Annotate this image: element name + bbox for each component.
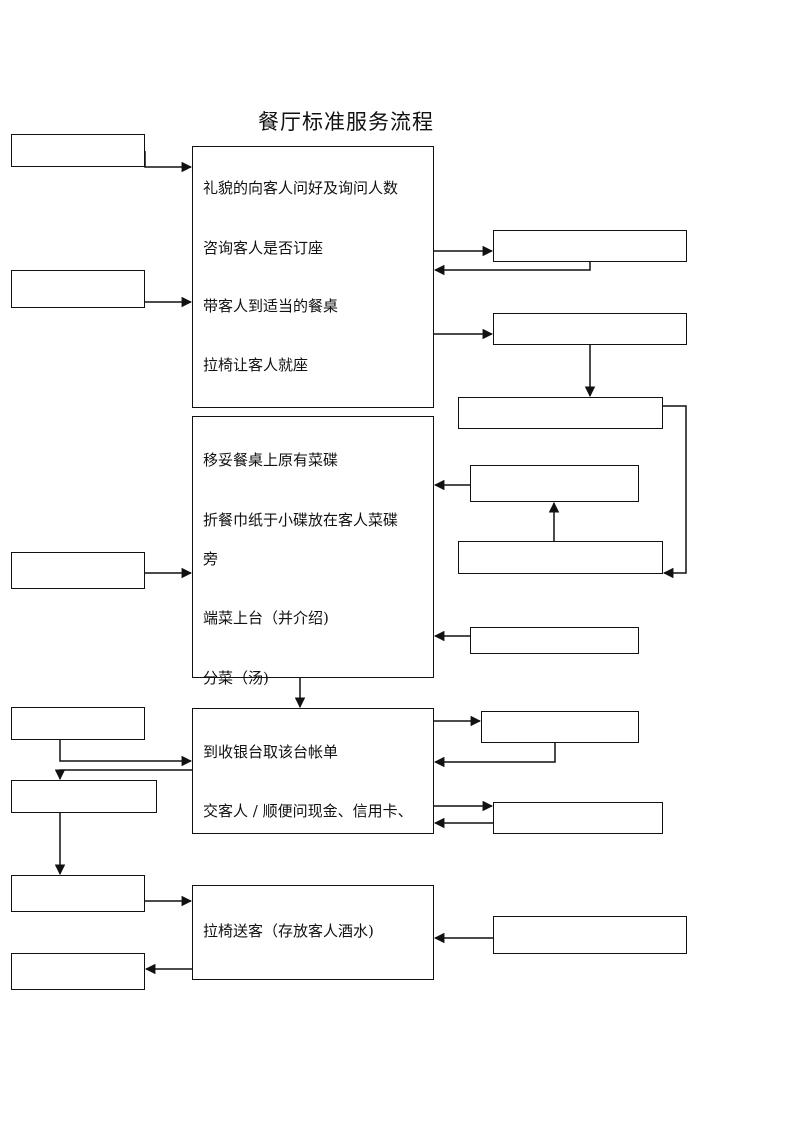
connector-block3-to-left5 [54, 769, 192, 781]
right-box-9 [493, 916, 687, 954]
process-block-greeting [192, 146, 434, 408]
process-block-serving [192, 416, 434, 678]
left-box-4 [11, 707, 145, 740]
step-clear-plates: 移妥餐桌上原有菜碟 [203, 451, 339, 469]
right-box-7 [481, 711, 639, 743]
step-pull-chair: 拉椅让客人就座 [203, 356, 309, 374]
left-box-7 [11, 953, 145, 990]
step-greet-guests: 礼貌的向客人问好及询问人数 [203, 179, 399, 197]
step-serve-dishes: 端菜上台（并介绍) [203, 609, 329, 627]
process-block-farewell [192, 885, 434, 980]
connector-right3-to-right5 [662, 405, 687, 579]
step-see-off: 拉椅送客（存放客人酒水) [203, 922, 374, 940]
connector-left4-to-block3 [59, 740, 193, 767]
step-fold-napkin: 折餐巾纸于小碟放在客人菜碟 [203, 511, 399, 529]
process-block-billing [192, 708, 434, 834]
right-box-5 [458, 541, 663, 574]
right-box-6 [470, 627, 639, 654]
right-box-8 [493, 802, 663, 834]
right-box-4 [470, 465, 639, 502]
step-get-bill: 到收银台取该台帐单 [203, 743, 339, 761]
step-ask-reservation: 咨询客人是否订座 [203, 239, 324, 257]
connector-right1-to-block1 [433, 262, 591, 276]
connector-left1-to-block1 [144, 151, 193, 173]
left-box-2 [11, 270, 145, 308]
connector-right7-to-block3 [433, 743, 556, 768]
left-box-3 [11, 552, 145, 589]
left-box-5 [11, 780, 157, 813]
step-present-bill: 交客人 / 顺便问现金、信用卡、 [203, 802, 413, 820]
step-fold-napkin-cont: 旁 [203, 550, 219, 568]
left-box-6 [11, 875, 145, 912]
page-title: 餐厅标准服务流程 [258, 110, 434, 134]
right-box-3 [458, 397, 663, 429]
right-box-2 [493, 313, 687, 345]
left-box-1 [11, 134, 145, 167]
step-lead-to-table: 带客人到适当的餐桌 [203, 297, 339, 315]
right-box-1 [493, 230, 687, 262]
step-portion-soup: 分菜（汤) [203, 669, 269, 687]
